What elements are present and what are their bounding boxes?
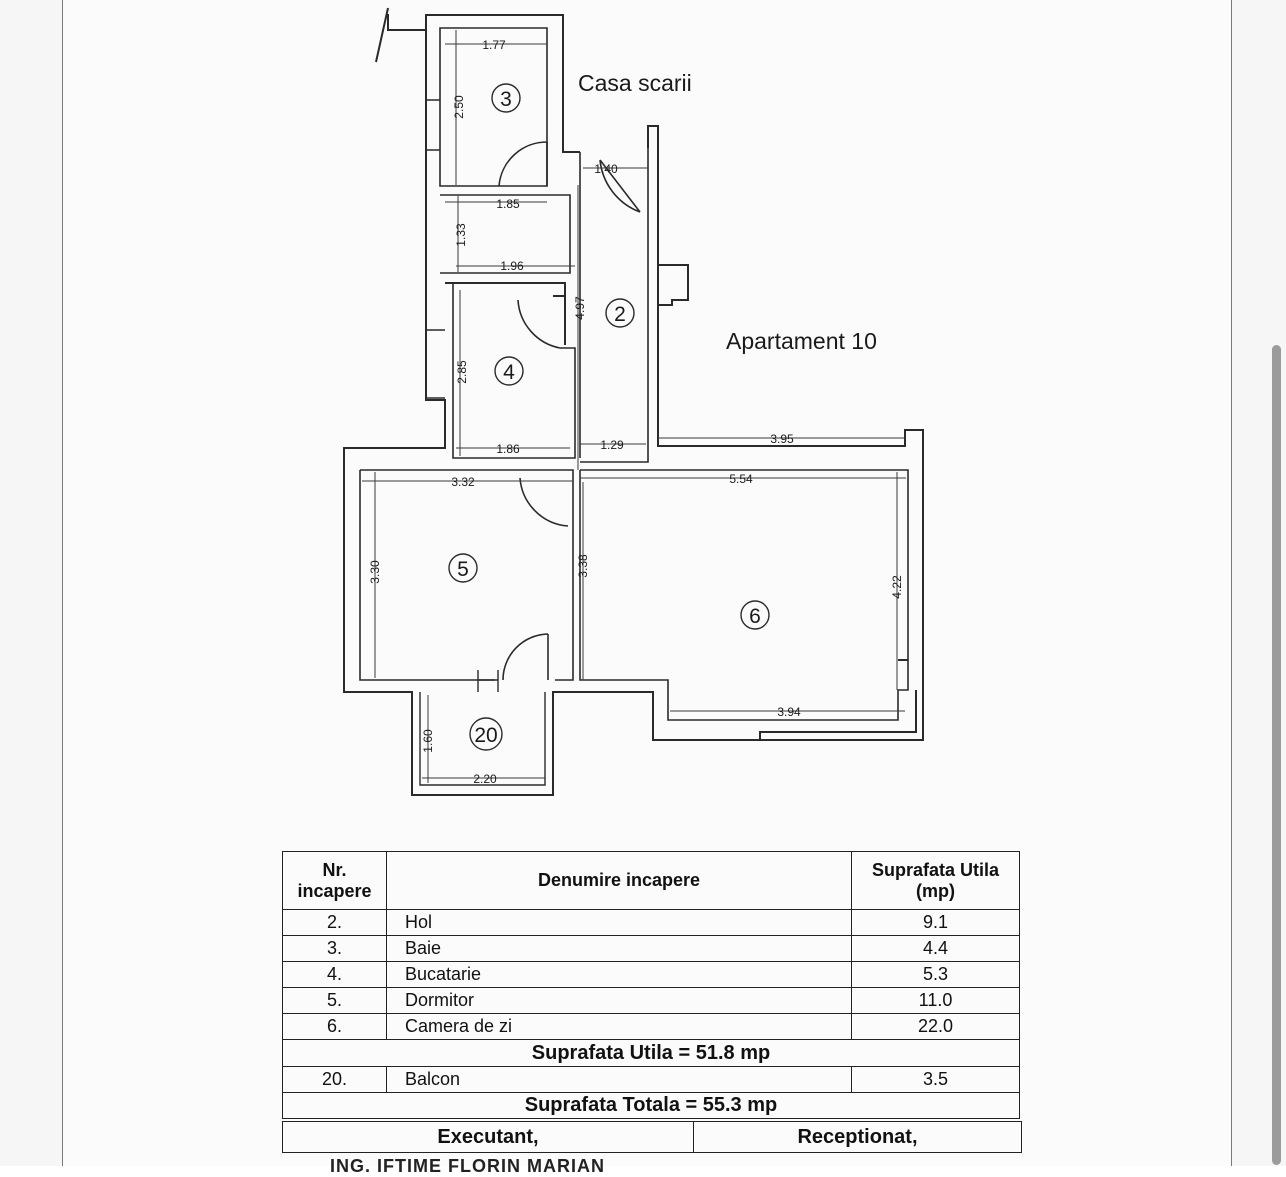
room-markers [448,83,770,751]
usable-total-row: Suprafata Utila = 51.8 mp [282,1039,1020,1067]
header-nr: Nr. incapere [282,851,387,910]
dim-1-96: 1.96 [500,259,524,273]
dimension-lines [362,30,906,783]
signature-table: Executant, Receptionat, [282,1121,1022,1153]
room-number-2: 2 [614,303,626,326]
usable-total: Suprafata Utila = 51.8 mp [282,1039,1020,1067]
row-nr: 2. [282,909,387,936]
dim-2-85: 2.85 [455,360,469,384]
table-row: 4. Bucatarie 5.3 [282,961,1020,988]
row-name: Balcon [386,1066,852,1093]
door-swings [498,141,641,681]
dim-3-32: 3.32 [451,475,475,489]
row-name: Bucatarie [386,961,852,988]
receptionat-label: Receptionat, [693,1121,1022,1153]
dim-1-77: 1.77 [482,38,506,52]
row-nr: 6. [282,1013,387,1040]
room-marker-3 [491,83,521,113]
dim-1-33: 1.33 [454,223,468,247]
dim-3-38: 3.38 [576,554,590,578]
grand-total: Suprafata Totala = 55.3 mp [282,1092,1020,1119]
dim-3-95: 3.95 [770,432,794,446]
row-area: 9.1 [851,909,1020,936]
dim-1-86: 1.86 [496,442,520,456]
room-number-3: 3 [500,88,512,111]
row-nr: 20. [282,1066,387,1093]
room-marker-2 [605,298,635,328]
row-area: 11.0 [851,987,1020,1014]
row-nr: 3. [282,935,387,962]
label-apartament: Apartament 10 [726,328,877,354]
row-area: 4.4 [851,935,1020,962]
row-name: Baie [386,935,852,962]
dim-4-22: 4.22 [890,575,904,599]
dim-4-97: 4.97 [573,296,587,320]
row-area: 22.0 [851,1013,1020,1040]
door-entry [599,159,641,213]
dim-1-29: 1.29 [600,438,624,452]
grand-total-row: Suprafata Totala = 55.3 mp [282,1092,1020,1119]
dim-2-50: 2.50 [452,95,466,119]
dim-2-20: 2.20 [473,772,497,786]
dim-1-85: 1.85 [496,197,520,211]
room-marker-4 [494,356,524,386]
dim-1-60: 1.60 [421,729,435,753]
door-kitchen [517,299,561,349]
room-number-4: 4 [503,361,515,384]
row-nr: 5. [282,987,387,1014]
table-row: 3. Baie 4.4 [282,935,1020,962]
row-name: Dormitor [386,987,852,1014]
room-marker-6 [740,600,770,630]
table-header-row: Nr. incapere Denumire incapere Suprafata… [282,851,1020,910]
walls [343,7,924,796]
door-bath [498,141,548,187]
row-nr: 4. [282,961,387,988]
floor-plan: 3 2 4 5 6 20 Casa scarii Apartament 10 1… [343,7,924,796]
row-name: Hol [386,909,852,936]
dimension-labels: 1.77 2.50 1.40 1.85 1.33 1.96 4.97 2.85 … [368,38,904,786]
row-name: Camera de zi [386,1013,852,1040]
table-row: 2. Hol 9.1 [282,909,1020,936]
door-bedroom [519,477,569,527]
dim-3-94: 3.94 [777,705,801,719]
engineer-name-cut-off: ING. IFTIME FLORIN MARIAN [330,1156,605,1176]
table-row: 6. Camera de zi 22.0 [282,1013,1020,1040]
executant-label: Executant, [282,1121,694,1153]
dim-1-40: 1.40 [594,162,618,176]
row-area: 5.3 [851,961,1020,988]
door-balcony [502,633,549,681]
break-line [375,7,389,63]
room-marker-20 [469,717,503,751]
area-table: Nr. incapere Denumire incapere Suprafata… [282,851,1020,1119]
room-number-20: 20 [474,724,497,747]
room-number-5: 5 [457,558,469,581]
header-name: Denumire incapere [386,851,852,910]
row-area: 3.5 [851,1066,1020,1093]
label-casa-scarii: Casa scarii [578,70,692,96]
table-row: 20. Balcon 3.5 [282,1066,1020,1093]
room-marker-5 [448,553,478,583]
dim-3-30: 3.30 [368,560,382,584]
vertical-scrollbar[interactable] [1272,345,1281,1165]
dim-5-54: 5.54 [729,472,753,486]
room-number-6: 6 [749,605,761,628]
header-area: Suprafata Utila (mp) [851,851,1020,910]
room-numbers: 3 2 4 5 6 20 [457,88,761,747]
table-row: 5. Dormitor 11.0 [282,987,1020,1014]
area-labels: Casa scarii Apartament 10 [578,70,877,354]
